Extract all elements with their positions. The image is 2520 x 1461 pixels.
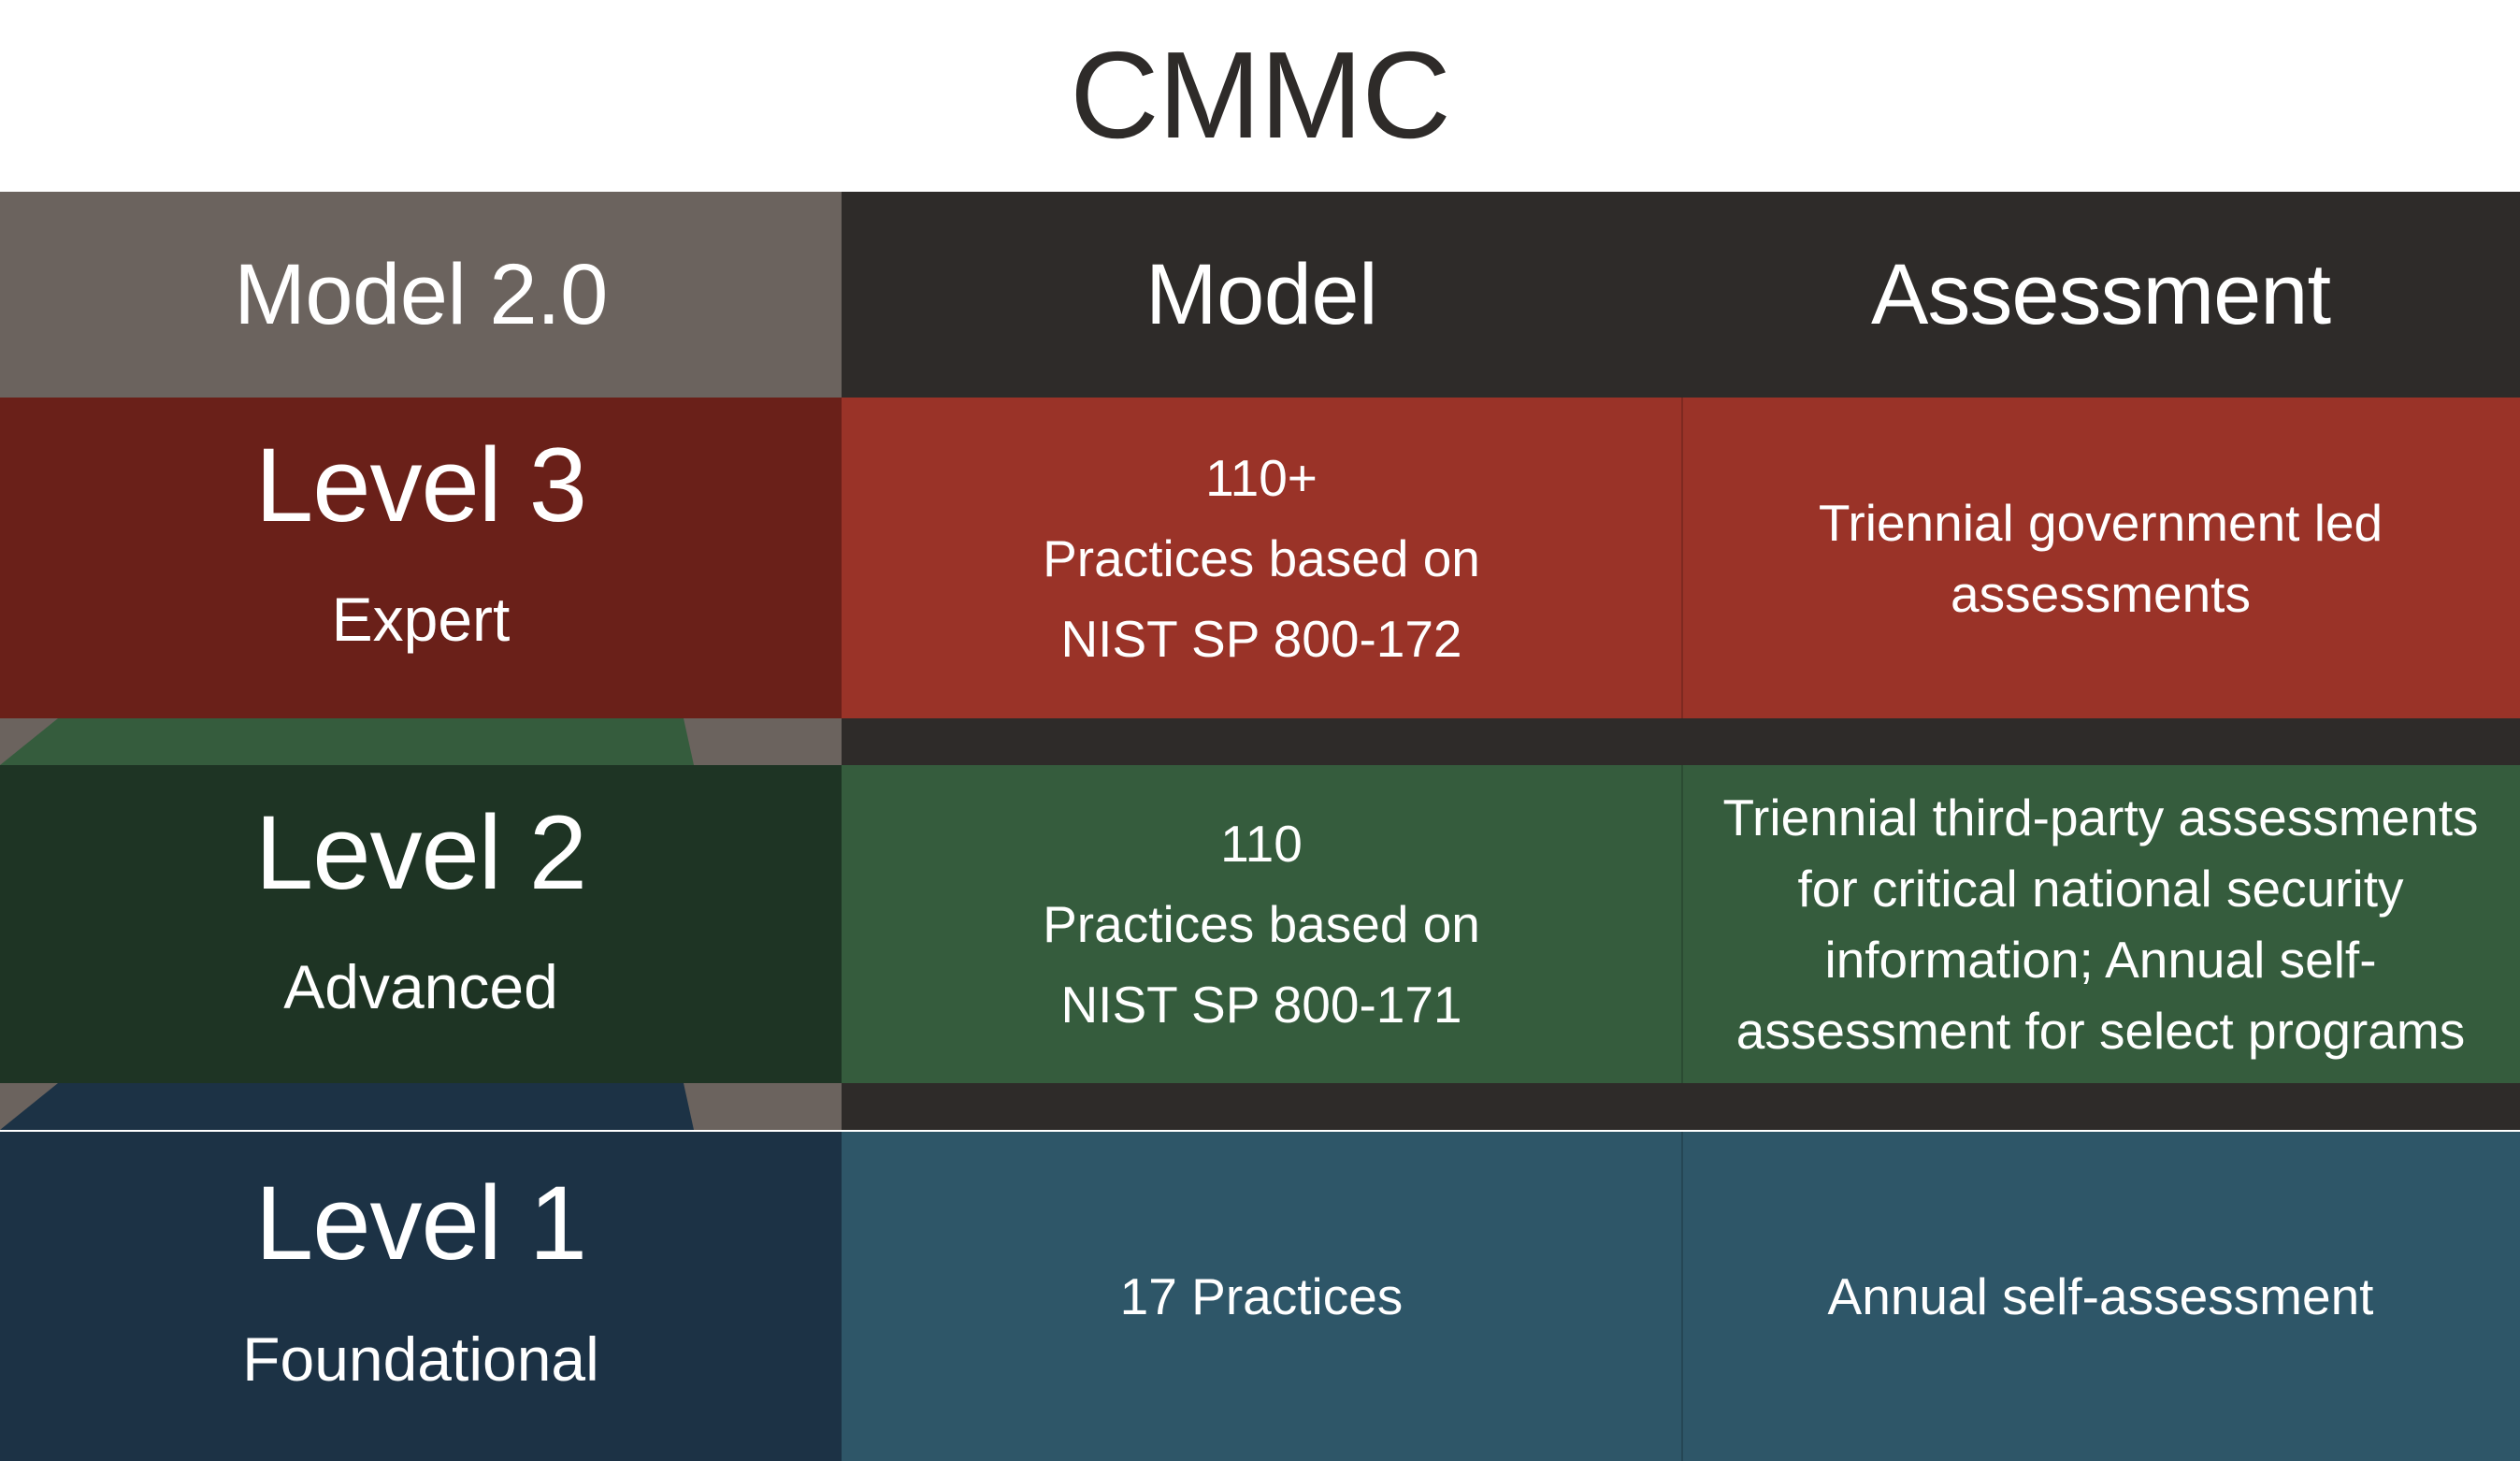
table-row-level-3: Level 3 Expert 110+ Practices based on N… (0, 398, 2520, 718)
table-header-row: Model 2.0 Model Assessment (0, 192, 2520, 398)
level-3-assessment-cell: Triennial government led assessments (1681, 398, 2520, 718)
level-1-name: Level 1 (254, 1164, 587, 1281)
column-header-assessment: Assessment (1681, 192, 2520, 398)
level-2-model-cell: 110 Practices based on NIST SP 800-171 (842, 765, 1681, 1083)
level-3-to-2-connector-band (0, 718, 2520, 765)
level-1-label-cell: Level 1 Foundational (0, 1132, 842, 1461)
cmmc-matrix: Model 2.0 Model Assessment Level 3 Exper… (0, 192, 2520, 1461)
level-3-model-cell: 110+ Practices based on NIST SP 800-172 (842, 398, 1681, 718)
level-2-assessment-line-4: assessment for select programs (1735, 1002, 2466, 1060)
column-header-model-label: Model (1145, 247, 1378, 342)
level-3-label-cell: Level 3 Expert (0, 398, 842, 718)
level-1-assessment-line-1: Annual self-assessment (1827, 1267, 2374, 1325)
column-divider (1681, 765, 1683, 1083)
level-1-trapezoid-connector (0, 1083, 694, 1130)
level-2-model-line-3: NIST SP 800-171 (1060, 976, 1462, 1034)
level-1-model-cell: 17 Practices (842, 1132, 1681, 1461)
level-2-name: Level 2 (254, 794, 587, 911)
column-divider (1681, 1132, 1683, 1461)
level-2-assessment-line-1: Triennial third-party assessments (1722, 788, 2479, 846)
level-1-descriptor: Foundational (242, 1324, 599, 1394)
level-2-assessment-cell: Triennial third-party assessments for cr… (1681, 765, 2520, 1083)
column-header-model-20: Model 2.0 (0, 192, 842, 398)
level-3-model-line-1: 110+ (1205, 448, 1318, 507)
level-2-label-cell: Level 2 Advanced (0, 765, 842, 1083)
level-1-assessment-cell: Annual self-assessment (1681, 1132, 2520, 1461)
level-3-model-line-3: NIST SP 800-172 (1060, 609, 1462, 668)
level-2-assessment-line-3: information; Annual self- (1824, 931, 2377, 989)
level-3-model-line-2: Practices based on (1043, 528, 1480, 587)
level-3-assessment-line-2: assessments (1951, 564, 2251, 623)
level-1-model-line-1: 17 Practices (1119, 1267, 1404, 1325)
page-title: CMMC (1070, 26, 1451, 164)
level-3-assessment-line-1: Triennial government led (1818, 493, 2383, 552)
level-2-assessment-line-2: for critical national security (1797, 860, 2404, 918)
column-divider (1681, 398, 1683, 718)
column-header-model-20-label: Model 2.0 (234, 247, 608, 342)
level-2-model-line-2: Practices based on (1043, 895, 1480, 953)
connector-band-right-fill (842, 718, 2520, 765)
level-2-model-line-1: 110 (1220, 815, 1303, 873)
level-2-to-1-connector-band (0, 1083, 2520, 1130)
level-2-trapezoid-connector (0, 718, 694, 765)
level-3-descriptor: Expert (331, 585, 511, 654)
column-header-model: Model (842, 192, 1681, 398)
connector-band-right-fill (842, 1083, 2520, 1130)
level-2-descriptor: Advanced (283, 952, 558, 1021)
level-3-name: Level 3 (254, 427, 587, 543)
table-row-level-1: Level 1 Foundational 17 Practices Annual… (0, 1132, 2520, 1461)
table-row-level-2: Level 2 Advanced 110 Practices based on … (0, 765, 2520, 1083)
column-header-assessment-label: Assessment (1870, 247, 2331, 342)
